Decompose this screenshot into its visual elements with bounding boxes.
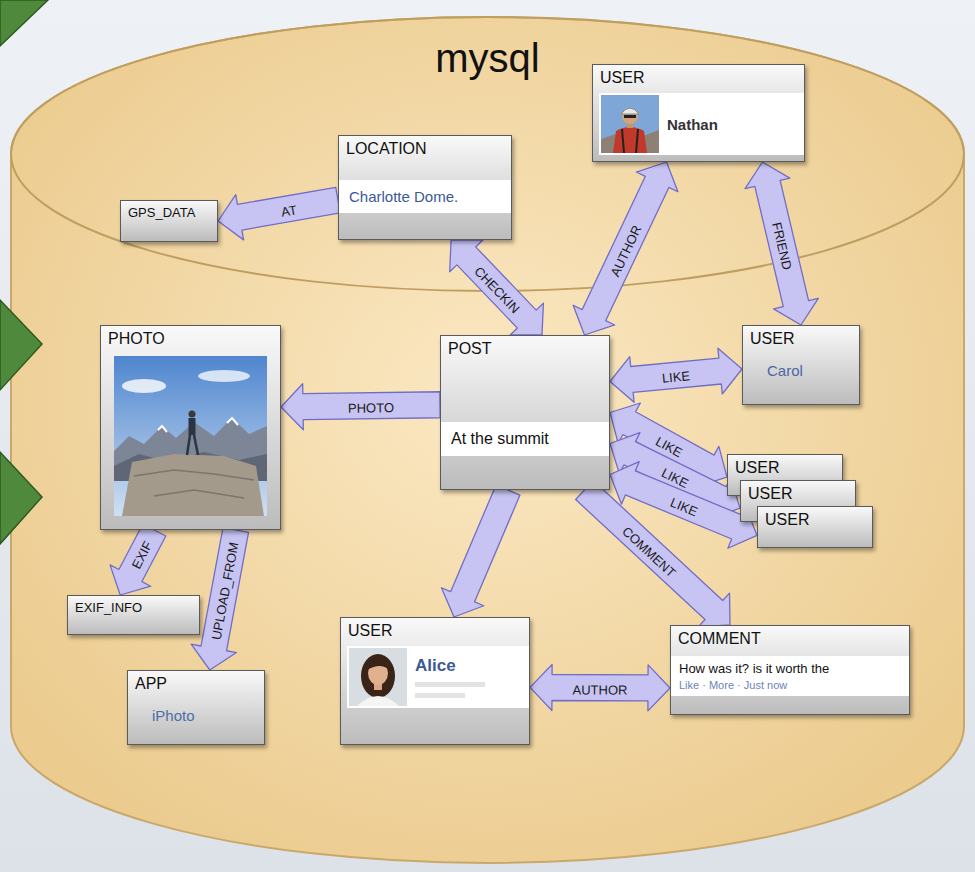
profile-photo xyxy=(601,95,659,153)
relation-arrow xyxy=(610,348,742,402)
entity-box: GPS_DATA xyxy=(120,200,218,242)
comment-actions: Like · More · Just now xyxy=(679,679,901,691)
app-box: APPiPhoto xyxy=(127,670,265,745)
placeholder-line xyxy=(415,693,465,698)
relation-arrow xyxy=(218,187,340,240)
entity-value: Charlotte Dome. xyxy=(349,188,501,205)
database-name: mysql xyxy=(435,36,539,81)
relation-label: LIKE xyxy=(661,368,690,386)
location-box: LOCATION Charlotte Dome. xyxy=(338,135,512,240)
cylinder-body xyxy=(11,17,964,863)
relation-arrow xyxy=(745,162,818,325)
comment-box: COMMENT How was it? is it worth theLike ·… xyxy=(670,625,910,715)
relation-arrow xyxy=(281,384,440,430)
entity-heading: USER xyxy=(741,481,855,503)
relation-arrow xyxy=(441,485,520,617)
database-cylinder: mysqlUSER NathanLOCATION Charlotte Dome. GP… xyxy=(10,16,965,864)
entity-heading: COMMENT xyxy=(671,626,909,648)
placeholder-line xyxy=(415,682,485,687)
relation-arrow xyxy=(450,240,544,335)
entity-heading: LOCATION xyxy=(339,136,511,158)
entity-heading: GPS_DATA xyxy=(121,201,217,220)
entity-heading: USER xyxy=(743,326,859,348)
entity-heading: USER xyxy=(728,455,842,477)
entity-value: iPhoto xyxy=(128,693,264,730)
photo-box: PHOTO xyxy=(100,325,281,530)
user-box: USER Alice xyxy=(340,617,530,745)
user-box: USER xyxy=(757,506,873,548)
green-corner xyxy=(0,0,48,46)
relation-arrow xyxy=(576,480,730,626)
user-box: USER Nathan xyxy=(592,64,805,162)
summit-photo xyxy=(114,356,267,516)
entity-heading: USER xyxy=(758,507,872,529)
user-box: USERCarol xyxy=(742,325,860,405)
profile-panel: Nathan xyxy=(599,93,804,155)
post-box: POST At the summit xyxy=(440,335,610,490)
content-band: At the summit xyxy=(441,422,609,456)
profile-panel: Alice xyxy=(347,646,529,708)
user-name: Nathan xyxy=(667,116,718,133)
profile-photo xyxy=(349,648,407,706)
relation-label: PHOTO xyxy=(348,400,394,416)
content-band: Charlotte Dome. xyxy=(339,180,511,213)
relation-arrow xyxy=(573,162,678,335)
cylinder-top xyxy=(11,17,964,291)
relation-label: AT xyxy=(280,202,298,219)
entity-heading: POST xyxy=(441,336,609,358)
relation-label: AUTHOR xyxy=(573,682,628,697)
entity-heading: USER xyxy=(593,65,804,87)
entity-value: At the summit xyxy=(451,430,599,448)
entity-heading: USER xyxy=(341,618,529,640)
comment-text: How was it? is it worth the xyxy=(679,661,901,676)
entity-heading: PHOTO xyxy=(101,326,280,348)
entity-heading: APP xyxy=(128,671,264,693)
entity-value: Carol xyxy=(743,348,859,385)
relation-arrow xyxy=(110,524,166,595)
user-name: Alice xyxy=(415,656,485,676)
entity-box: EXIF_INFO xyxy=(67,595,200,635)
relation-arrow xyxy=(530,664,670,710)
comment-panel: How was it? is it worth theLike · More ·… xyxy=(671,656,909,696)
entity-heading: EXIF_INFO xyxy=(68,596,199,615)
